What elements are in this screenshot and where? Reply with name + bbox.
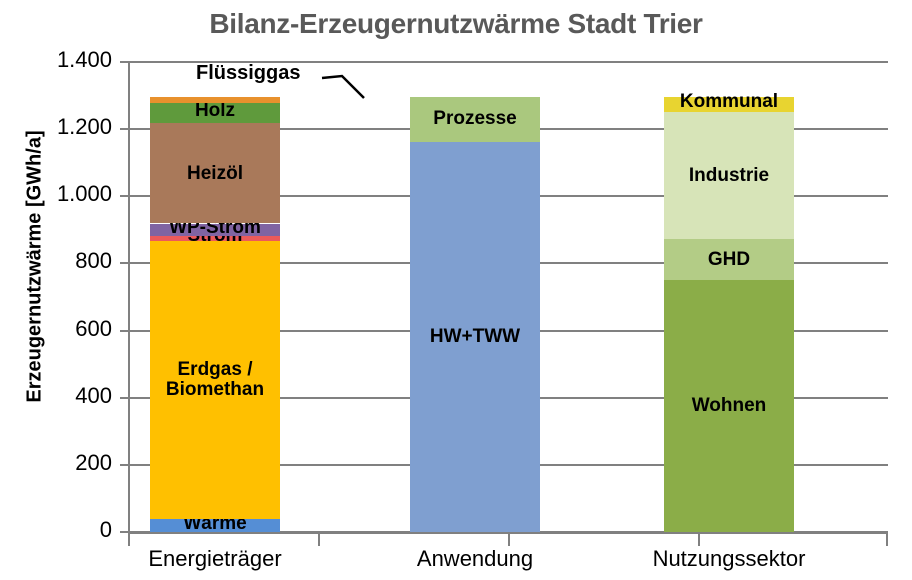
bar-segment-kommunal[interactable]: Kommunal [664,92,794,112]
bar-nutzungssektor[interactable]: Wohnen GHD Industrie Kommunal [664,92,794,532]
bar-segment-label: Prozesse [433,108,517,130]
y-tick-label: 1.000 [56,181,112,207]
bar-segment-wärme[interactable]: Wärme [150,513,280,533]
y-tick-mark [120,463,128,466]
x-axis-label-energieträger: Energieträger [148,546,282,571]
y-tick-label: 800 [75,248,112,274]
bar-segment-label: GHD [707,248,751,270]
chart-title: Bilanz-Erzeugernutzwärme Stadt Trier [209,8,703,39]
y-tick-label: 600 [75,315,112,341]
bar-segment-wohnen[interactable]: Wohnen [664,280,794,532]
y-tick-mark [120,195,128,198]
x-axis-divider [128,532,130,546]
y-axis-line [128,62,130,532]
bar-segment-label: Heizöl [187,162,243,184]
y-tick-mark [120,329,128,332]
x-axis-divider [698,532,700,546]
bar-segment-holz[interactable]: Holz [150,100,280,124]
bar-segment-label: Kommunal [679,91,779,113]
y-tick-mark [120,61,128,63]
bar-segment-prozesse[interactable]: Prozesse [410,96,540,142]
y-tick-mark [120,262,128,265]
bar-segment-wp-strom[interactable]: WP-Strom [150,217,280,237]
bar-segment-industrie[interactable]: Industrie [664,111,794,240]
y-tick-label: 0 [99,517,112,542]
y-tick-mark [120,396,128,399]
y-tick-label: 200 [75,449,112,475]
callout-label-fluessiggas: Flüssiggas [196,62,301,84]
bar-segment-label: HW+TWW [429,325,521,347]
bar-segment-heizöl[interactable]: Heizöl [150,123,280,224]
x-axis-divider [318,532,320,546]
bar-segment-ghd[interactable]: GHD [664,239,794,281]
y-tick-label: 400 [75,382,112,408]
y-gridline [128,61,888,63]
bar-segment-erdgas-biomethan[interactable]: Erdgas /Biomethan [150,240,280,520]
y-tick-mark [120,128,128,131]
y-tick-mark [120,531,128,533]
plot-area: 1.400 1.200 1.000 800 600 400 200 0 Wärme Erdgas… [57,49,888,541]
y-tick-label: 1.400 [56,47,112,72]
y-tick-label: 1.200 [56,114,112,140]
bar-segment-flüssiggas[interactable] [150,96,280,104]
bar-segment-label: Erdgas /Biomethan [165,358,265,400]
bar-segment-hw-tww[interactable]: HW+TWW [410,141,540,532]
bar-segment-label: Holz [194,100,236,122]
bar-segment-label: Industrie [688,164,770,186]
x-axis-label-nutzungssektor: Nutzungssektor [652,546,806,571]
x-axis-label-anwendung: Anwendung [416,546,534,571]
x-axis-divider [886,532,888,546]
callout-leader-line [321,74,365,99]
bar-anwendung[interactable]: HW+TWW Prozesse [410,96,540,532]
x-axis-divider [508,532,510,546]
bar-segment-label: Wohnen [691,395,767,417]
